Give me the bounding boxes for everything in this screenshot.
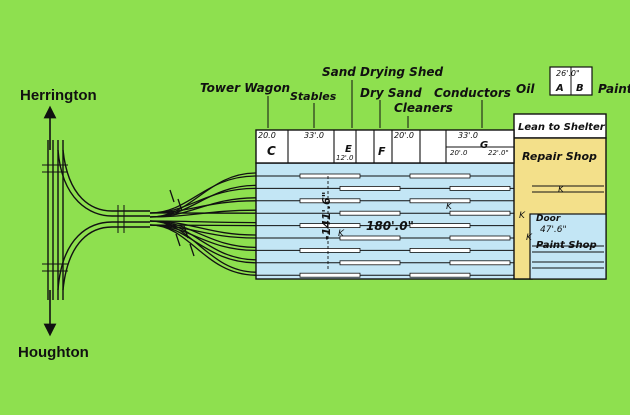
room-c-letter: C (267, 144, 276, 158)
store-b-letter: B (576, 83, 584, 94)
dim-length: 180'.0" (366, 219, 414, 233)
cleaners-label: Cleaners (394, 101, 453, 115)
connecting-curves (57, 149, 150, 291)
dim-stables: 33'.0 (304, 131, 324, 140)
throat-ties (117, 205, 125, 233)
track-k-letter-1: K (338, 229, 345, 239)
inspection-pit (339, 210, 401, 216)
inspection-pit (299, 247, 361, 253)
inspection-pit (449, 210, 511, 216)
inspection-pit (409, 247, 471, 253)
fan-track (149, 224, 257, 264)
tower-wagon-label: Tower Wagon (200, 81, 290, 95)
stables-label: Stables (290, 90, 337, 103)
inspection-pit (449, 260, 511, 266)
inspection-pit (449, 235, 511, 241)
paint-label: Paint (598, 82, 630, 96)
shed-tracks (256, 173, 532, 278)
inspection-pit (409, 198, 471, 204)
switch-tick (177, 198, 183, 212)
dim-room-g: 33'.0 (458, 131, 478, 140)
room-g-letter: G (480, 140, 488, 151)
switch-tick (189, 243, 195, 257)
inspection-pit (409, 272, 471, 278)
switch-tick (169, 189, 175, 203)
conductors-label: Conductors (434, 86, 511, 100)
track-k-letter-2: K (446, 202, 453, 212)
houghton-label: Houghton (18, 344, 89, 361)
sand-drying-shed-label: Sand Drying Shed (322, 65, 444, 79)
room-e-letter: E (345, 144, 352, 155)
fan-track (149, 224, 257, 276)
room-partitions (287, 130, 514, 163)
paint-shop-label: Paint Shop (536, 240, 597, 251)
dim-door: 47'.6" (540, 225, 567, 235)
dim-oil-paint: 26'.0" (556, 69, 580, 78)
dry-sand-label: Dry Sand (360, 86, 422, 100)
inspection-pit (339, 185, 401, 191)
repair-tracks (532, 185, 604, 269)
main-line-ties (42, 164, 68, 272)
inspection-pit (299, 198, 361, 204)
switch-tick (183, 225, 189, 239)
dim-room-g-lower: 20'.0 (450, 149, 468, 157)
car-shed (255, 162, 533, 280)
herrington-label: Herrington (20, 87, 97, 104)
track-k-letter-4: K (519, 211, 526, 221)
oil-label: Oil (516, 82, 535, 96)
room-f-letter: F (378, 145, 386, 158)
dim-room-e: 12'.0 (336, 154, 354, 162)
inspection-pit (339, 235, 401, 241)
label-leaders (267, 80, 483, 128)
lean-to-shelter (513, 113, 607, 139)
repair-shop-label: Repair Shop (522, 150, 597, 163)
dim-room-end: 22'.0" (488, 149, 509, 157)
track-fan (149, 172, 257, 276)
fan-track (149, 175, 257, 214)
switch-tick (175, 233, 181, 247)
inspection-pit (299, 223, 361, 229)
lean-to-shelter-label: Lean to Shelter (518, 122, 606, 133)
door-label: Door (536, 214, 561, 224)
main-line-track (47, 140, 64, 300)
fan-track (149, 220, 257, 273)
dim-room-c: 20.0 (258, 131, 276, 140)
inspection-pit (299, 173, 361, 179)
inspection-pit (409, 223, 471, 229)
inspection-pit (299, 272, 361, 278)
inspection-pit (449, 185, 511, 191)
dim-room-f: 20'.0 (394, 131, 414, 140)
dim-width: -141'.6" (320, 192, 333, 240)
fan-track (149, 209, 257, 218)
inspection-pit (409, 173, 471, 179)
track-k-letter-5: K (526, 233, 533, 243)
store-a-letter: A (555, 83, 564, 94)
track-k-letter-3: K (558, 185, 565, 195)
inspection-pit (339, 260, 401, 266)
